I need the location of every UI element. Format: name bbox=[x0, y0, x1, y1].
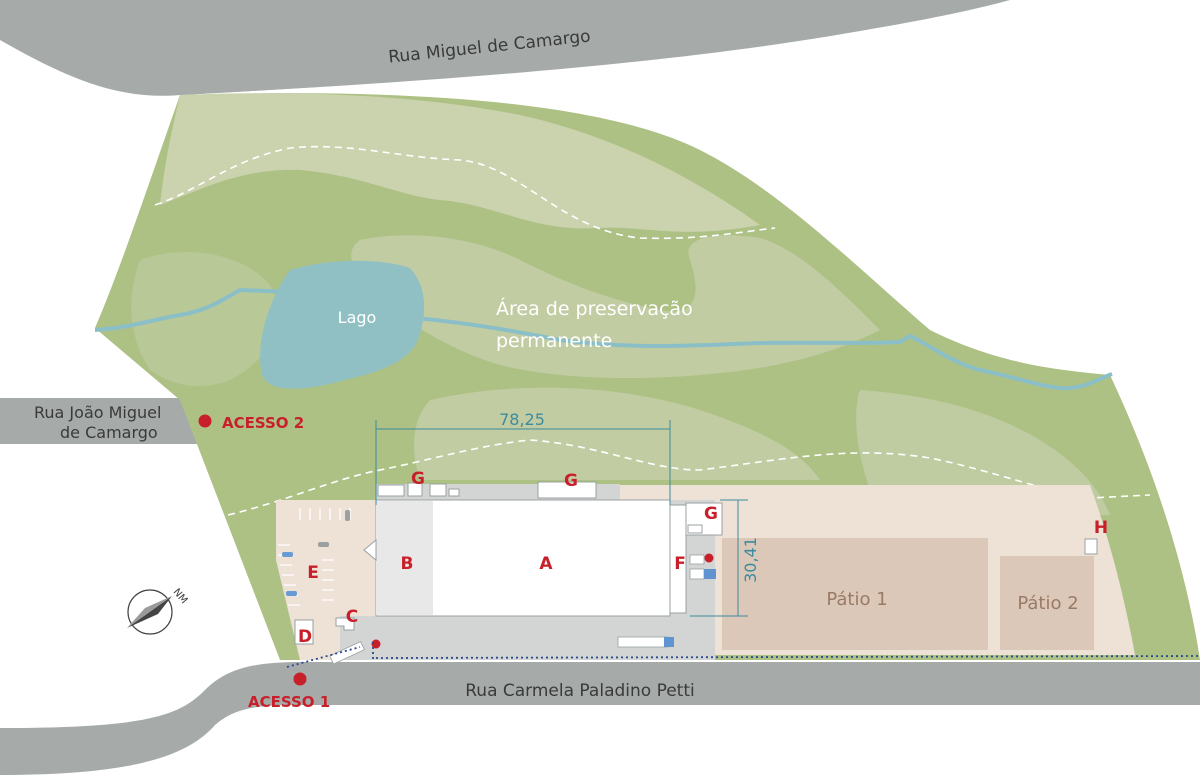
truck-right-2 bbox=[689, 554, 705, 565]
building-g-small-4 bbox=[448, 488, 460, 497]
lake-label: Lago bbox=[338, 308, 377, 327]
dimension-width-label: 78,25 bbox=[499, 410, 545, 429]
access-2-marker[interactable] bbox=[198, 414, 212, 428]
access-1-marker[interactable] bbox=[293, 672, 307, 686]
dimension-height-label: 30,41 bbox=[741, 537, 760, 583]
building-b bbox=[376, 501, 433, 615]
compass-label: NM bbox=[171, 587, 190, 606]
label-h: H bbox=[1094, 518, 1108, 538]
truck-right bbox=[689, 568, 705, 580]
road-top-body bbox=[0, 0, 1000, 95]
vegetation-light-patch-3 bbox=[131, 252, 278, 387]
label-b: B bbox=[401, 554, 414, 574]
access-1-label: ACESSO 1 bbox=[248, 693, 330, 711]
preservation-label-line2: permanente bbox=[496, 330, 612, 352]
building-g-small-2 bbox=[407, 482, 423, 497]
vegetation-light-patch-1 bbox=[160, 93, 760, 232]
patio-1-label: Pátio 1 bbox=[826, 589, 887, 610]
marker-f bbox=[704, 553, 714, 563]
parked-car bbox=[282, 552, 293, 557]
truck-bottom bbox=[617, 636, 669, 648]
parked-car bbox=[318, 542, 329, 547]
parking-stalls bbox=[278, 508, 351, 606]
label-f: F bbox=[674, 554, 686, 574]
parked-car bbox=[345, 510, 350, 521]
building-g-small-3 bbox=[429, 483, 447, 497]
label-c: C bbox=[346, 607, 358, 627]
building-c bbox=[335, 617, 355, 631]
truck-right-cab bbox=[704, 569, 716, 579]
truck-bottom-cab bbox=[664, 637, 674, 647]
boundary-dotted-line bbox=[375, 655, 1200, 659]
dashed-boundary-lower bbox=[227, 439, 1151, 516]
vegetation-light-patch-4 bbox=[856, 390, 1110, 515]
label-g-left: G bbox=[411, 469, 425, 489]
building-g-center bbox=[537, 481, 597, 499]
dashed-boundary-upper bbox=[154, 145, 776, 240]
label-e: E bbox=[307, 563, 319, 583]
label-g-center: G bbox=[564, 471, 578, 491]
street-left-label-line2: de Camargo bbox=[60, 423, 158, 442]
road-bottom bbox=[0, 662, 1200, 775]
preservation-label-line1: Área de preservação bbox=[496, 297, 693, 320]
dimension-height bbox=[690, 499, 748, 617]
building-h bbox=[1084, 538, 1098, 555]
street-left-label-line1: Rua João Miguel bbox=[34, 403, 161, 422]
vegetation-light-patch-5 bbox=[414, 387, 820, 480]
building-b-entrance bbox=[363, 538, 377, 562]
road-left bbox=[0, 398, 205, 444]
building-g-right-inner bbox=[687, 524, 703, 534]
building-f bbox=[669, 504, 687, 614]
label-a: A bbox=[539, 554, 553, 574]
dimension-width bbox=[375, 420, 671, 505]
label-d: D bbox=[298, 627, 312, 647]
building-d bbox=[294, 619, 314, 645]
patio-2-label: Pátio 2 bbox=[1017, 593, 1078, 614]
truck-entrance bbox=[329, 641, 365, 665]
patio-1 bbox=[722, 538, 988, 650]
compass: NM bbox=[127, 587, 190, 635]
parked-car bbox=[286, 591, 297, 596]
patio-2 bbox=[1000, 556, 1094, 650]
stream bbox=[94, 287, 1113, 391]
marker-c bbox=[371, 639, 381, 649]
street-bottom-label: Rua Carmela Paladino Petti bbox=[465, 681, 694, 701]
label-g-right: G bbox=[704, 504, 718, 524]
access-2-label: ACESSO 2 bbox=[222, 414, 304, 432]
building-g-small-1 bbox=[377, 484, 405, 497]
lake bbox=[260, 260, 425, 389]
